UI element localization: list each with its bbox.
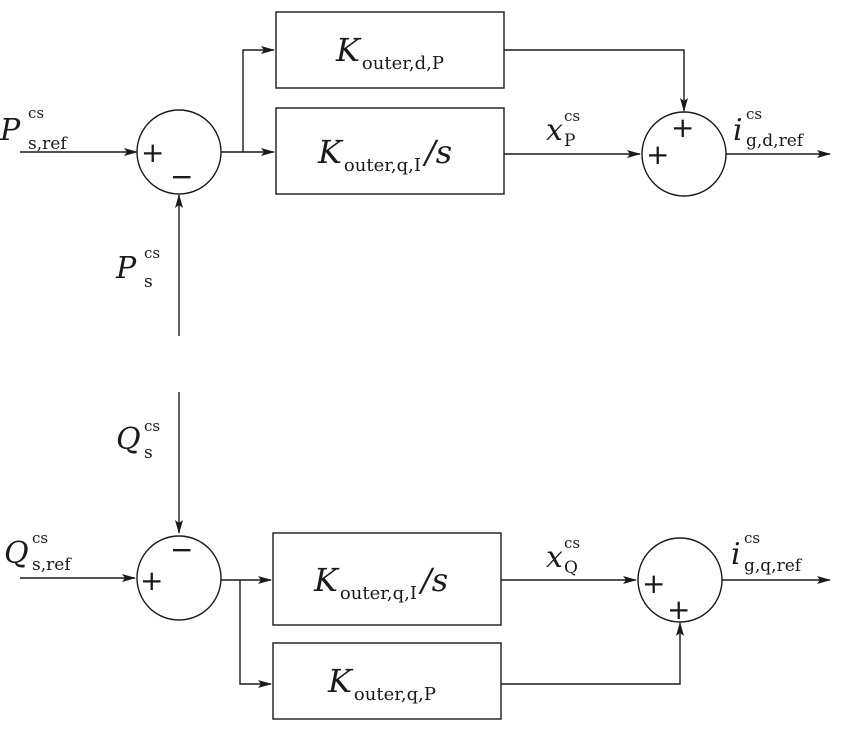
kqp-output-line bbox=[501, 622, 684, 685]
block-k-outer-d-p bbox=[275, 11, 505, 89]
q-meas-sup: cs bbox=[144, 417, 160, 435]
q-branch-to-kqp bbox=[239, 580, 272, 688]
p-meas-sub: s bbox=[144, 272, 153, 292]
q-meas-sub: s bbox=[144, 443, 153, 463]
id-ref-sub: g,d,ref bbox=[746, 131, 805, 151]
q-ref-sub: s,ref bbox=[32, 555, 72, 575]
p-meas-sup: cs bbox=[144, 244, 160, 262]
id-ref-label: i bbox=[733, 113, 743, 148]
iq-ref-sub: g,q,ref bbox=[744, 556, 803, 576]
p-branch-to-kdp bbox=[242, 46, 275, 152]
p-ref-sup: cs bbox=[28, 104, 44, 122]
xq-sub: Q bbox=[564, 558, 578, 578]
iq-ref-label: i bbox=[731, 537, 741, 572]
iq-ref-sup: cs bbox=[744, 529, 760, 547]
xp-label: x bbox=[546, 113, 563, 148]
xp-sup: cs bbox=[564, 107, 580, 125]
q-meas-label: Q bbox=[116, 422, 141, 457]
block-k-outer-q-i-top bbox=[275, 107, 505, 195]
q-ref-sup: cs bbox=[32, 529, 48, 547]
p-ref-label: P bbox=[0, 113, 21, 148]
sum-p-minus-sign: − bbox=[170, 160, 193, 193]
block-k-outer-q-i-bottom bbox=[272, 532, 502, 626]
sum-q-plus-sign: + bbox=[140, 564, 163, 597]
block-k-outer-q-p bbox=[272, 642, 502, 720]
sum-junction-q bbox=[136, 535, 222, 621]
sum-p-plus-sign: + bbox=[141, 136, 164, 169]
sum-iq-plus-left: + bbox=[642, 567, 665, 600]
xq-label: x bbox=[546, 540, 563, 575]
p-ref-sub: s,ref bbox=[28, 134, 68, 154]
xp-sub: P bbox=[564, 131, 575, 151]
kdp-output-line bbox=[504, 49, 688, 112]
sum-id-plus-top: + bbox=[671, 111, 694, 144]
sum-q-minus-sign: − bbox=[170, 533, 193, 566]
p-meas-label: P bbox=[115, 251, 137, 286]
xq-sup: cs bbox=[564, 534, 580, 552]
sum-id-plus-left: + bbox=[646, 138, 669, 171]
q-ref-label: Q bbox=[4, 536, 29, 571]
sum-iq-plus-bottom: + bbox=[667, 593, 690, 626]
id-ref-sup: cs bbox=[746, 105, 762, 123]
